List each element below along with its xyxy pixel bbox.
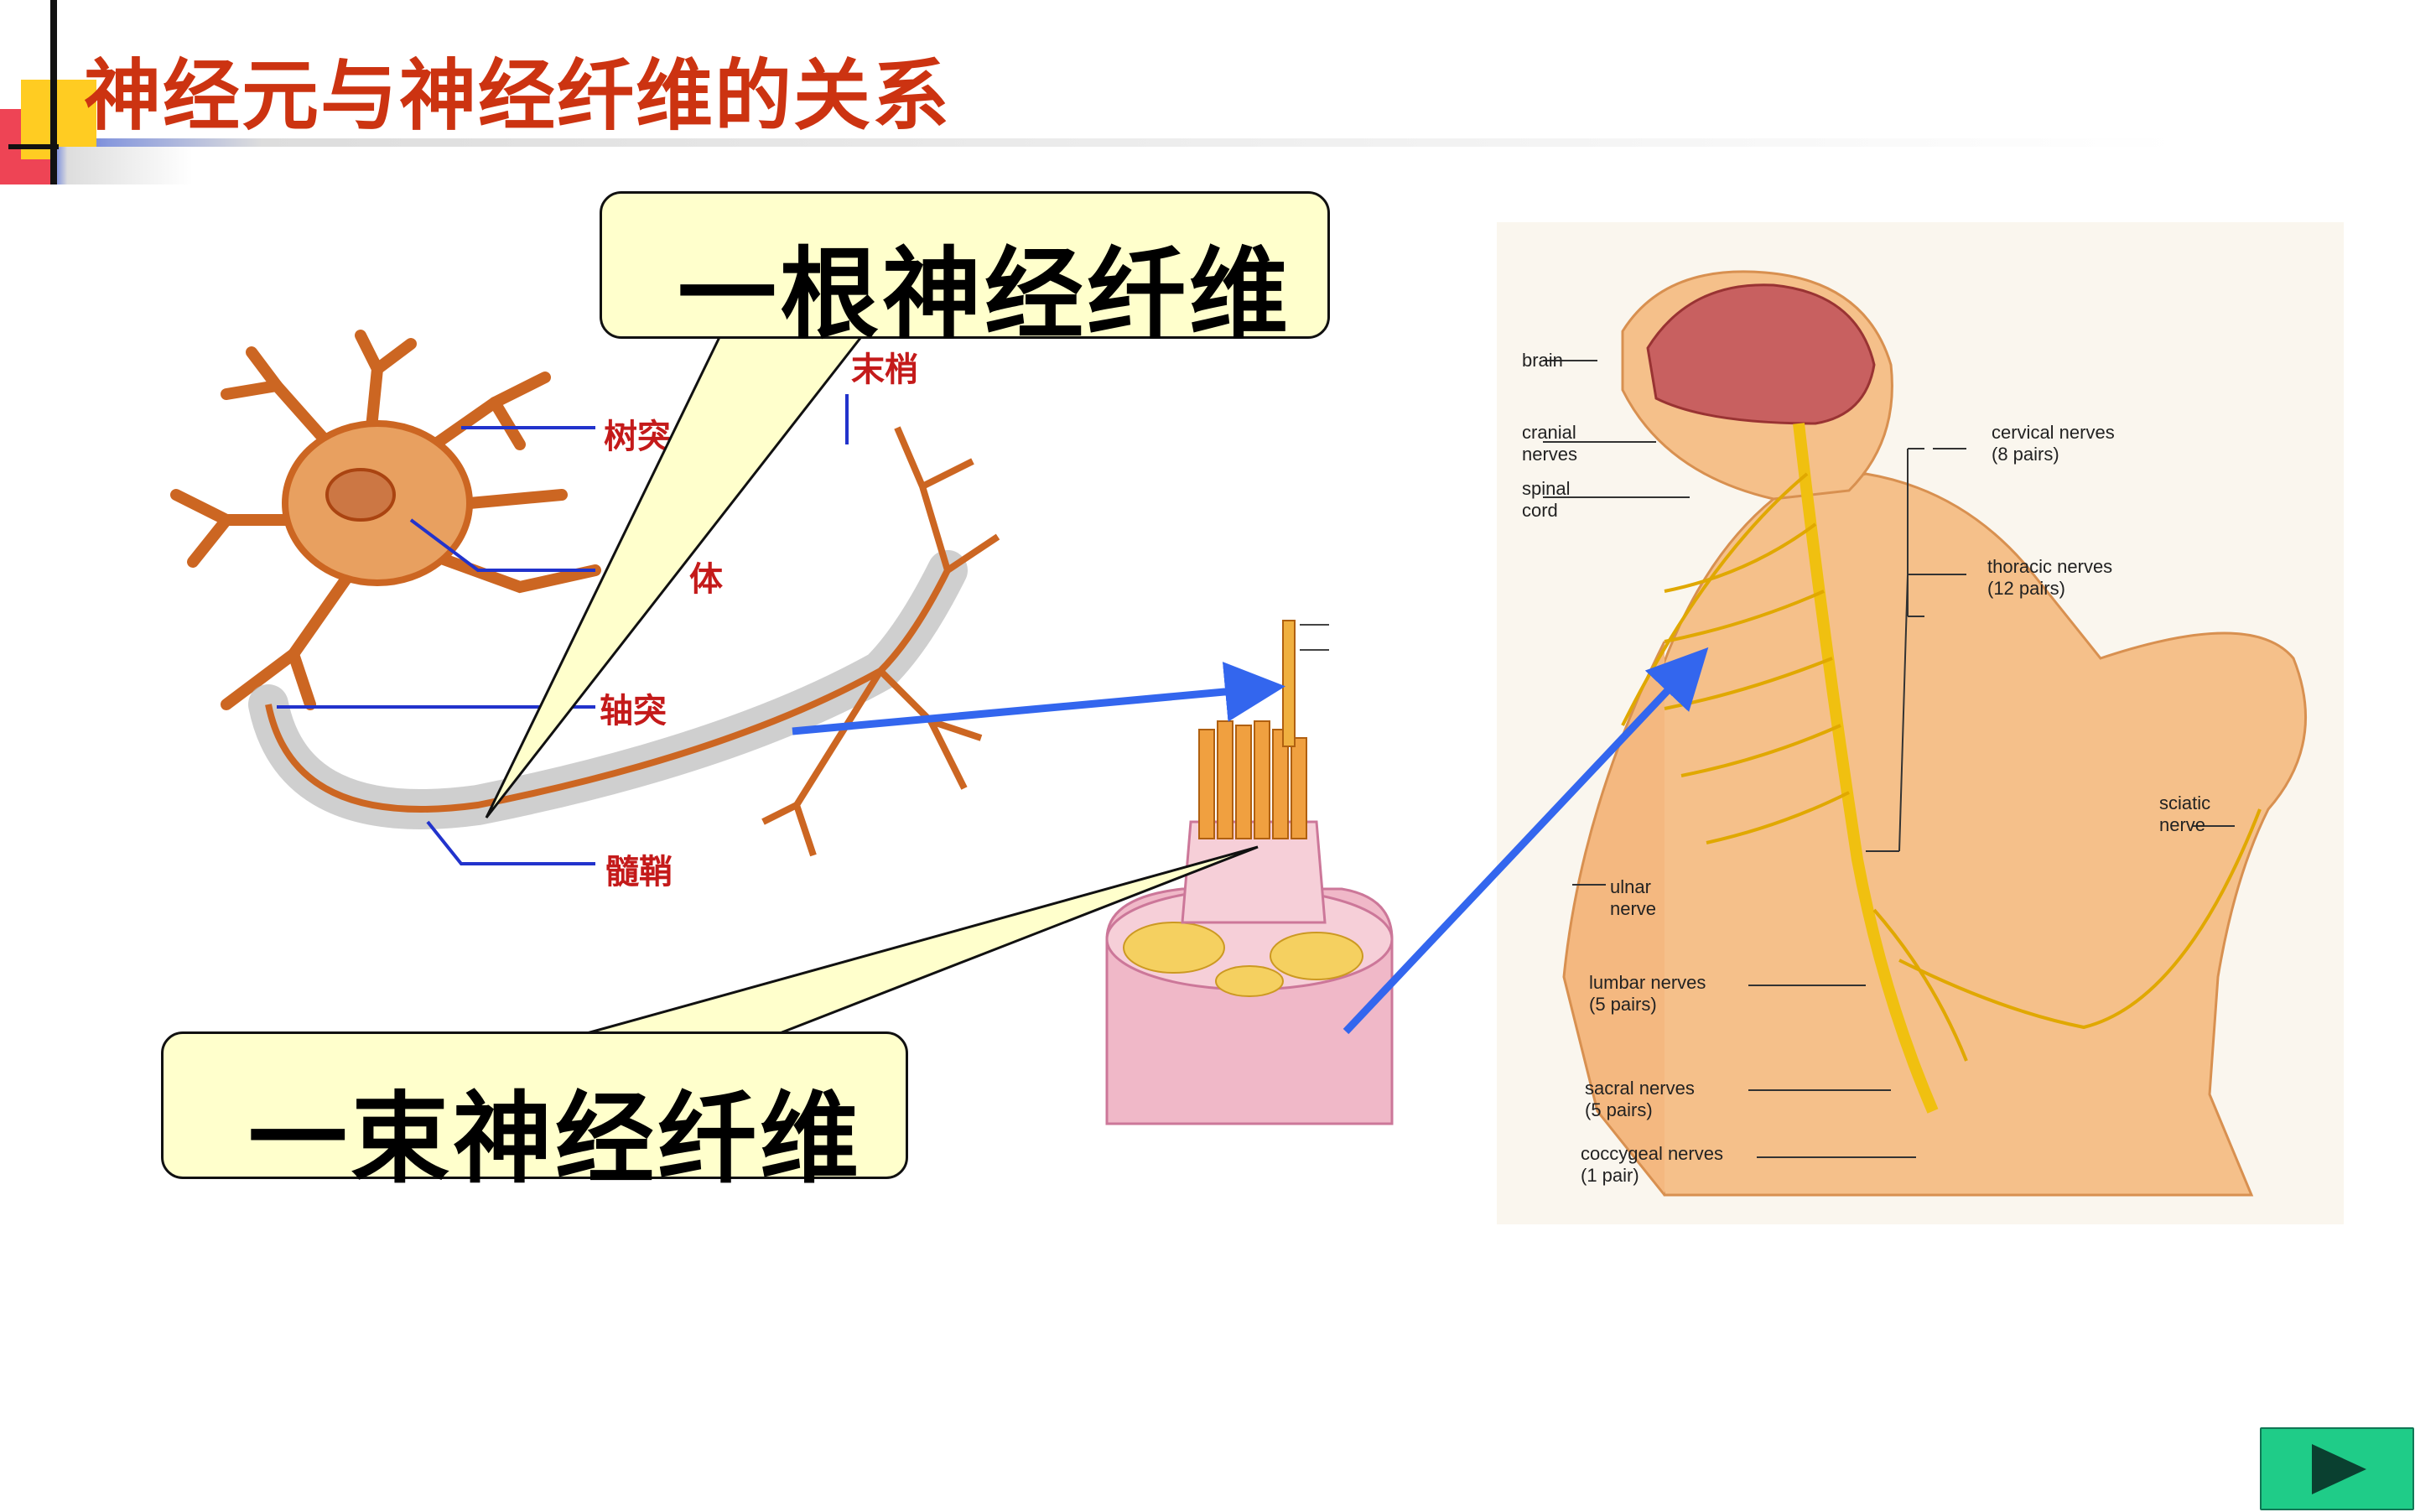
label-spinal-cord: spinal cord [1522, 478, 1571, 521]
label-cervical-nerves: cervical nerves (8 pairs) [1992, 422, 2115, 465]
label-sacral-nerves: sacral nerves (5 pairs) [1585, 1078, 1695, 1120]
slide-title: 神经元与神经纤维的关系 [84, 51, 952, 141]
label-myelin: 髓鞘 [605, 852, 673, 891]
neuron-diagram [126, 319, 1006, 906]
label-dendrite: 树突 [604, 417, 671, 456]
nervous-system-illustration: brain cranial nerves spinal cord cervica… [1497, 222, 2344, 1224]
label-lumbar-nerves: lumbar nerves (5 pairs) [1589, 972, 1706, 1015]
label-cranial-nerves: cranial nerves [1522, 422, 1578, 465]
callout-fiber-bundle [161, 1031, 908, 1179]
callout-fiber-bundle-text: 一束神经纤维 [248, 1081, 863, 1197]
label-axon: 轴突 [600, 691, 667, 730]
header-accent [0, 0, 2415, 193]
nerve-bundle-illustration [1090, 587, 1409, 1132]
callout-single-fiber [600, 191, 1330, 339]
label-thoracic-nerves: thoracic nerves (12 pairs) [1987, 556, 2113, 599]
next-slide-button[interactable] [2260, 1427, 2414, 1510]
label-ulnar-nerve: ulnar nerve [1610, 876, 1657, 919]
label-cell-body: 体 [689, 559, 723, 599]
label-sciatic-nerve: sciatic nerve [2159, 792, 2211, 835]
callout-single-fiber-text: 一根神经纤维 [678, 236, 1292, 352]
label-brain: brain [1522, 350, 1563, 371]
play-triangle-icon [2312, 1444, 2366, 1494]
label-coccygeal-nerves: coccygeal nerves (1 pair) [1581, 1143, 1723, 1186]
